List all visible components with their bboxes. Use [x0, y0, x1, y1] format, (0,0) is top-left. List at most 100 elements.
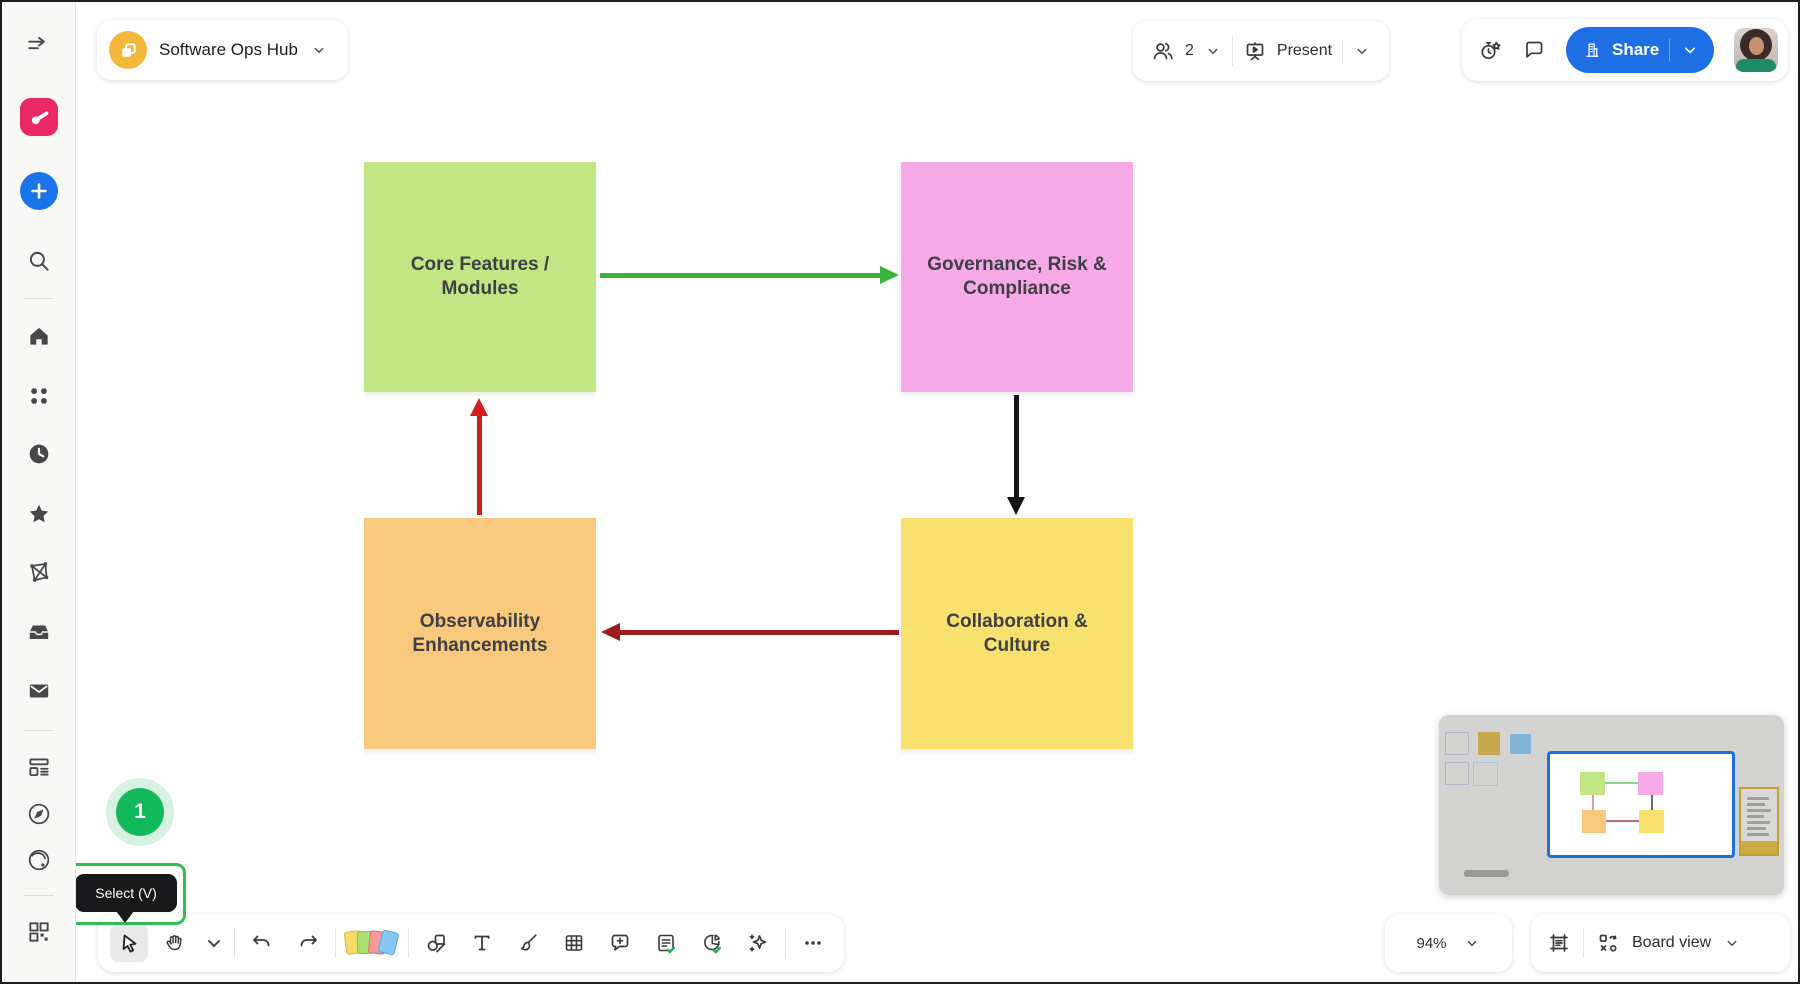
- arrowhead-down-icon: [1007, 497, 1025, 515]
- chevron-down-icon[interactable]: [1463, 934, 1481, 952]
- minimap[interactable]: [1439, 715, 1784, 895]
- timer-icon[interactable]: [1478, 38, 1502, 62]
- brand-logo-icon: [20, 98, 58, 136]
- arrowhead-left-icon: [601, 623, 620, 641]
- chevron-down-icon[interactable]: [1723, 934, 1741, 952]
- node-label: Governance, Risk & Compliance: [927, 254, 1107, 299]
- minimap-scrollbar[interactable]: [1464, 870, 1509, 877]
- actions-pill: Share: [1462, 19, 1789, 81]
- edge-observability-to-core[interactable]: [477, 415, 482, 515]
- edge-collaboration-to-observability[interactable]: [619, 630, 899, 635]
- minimap-frame: [1445, 762, 1469, 785]
- minimap-note: [1478, 732, 1500, 755]
- minimap-viewport[interactable]: [1547, 751, 1735, 858]
- sidebar-item-mail[interactable]: [19, 671, 59, 711]
- node-label: Core Features / Modules: [410, 254, 550, 299]
- node-core-features[interactable]: Core Features / Modules: [364, 162, 596, 392]
- node-label: Observability Enhancements: [412, 610, 548, 656]
- present-button[interactable]: Present: [1276, 42, 1333, 59]
- left-sidebar: [2, 2, 76, 982]
- sidebar-item-support[interactable]: [19, 840, 59, 880]
- select-tool-button[interactable]: [110, 924, 148, 962]
- share-label: Share: [1612, 40, 1660, 59]
- tooltip-label: Select (V): [95, 885, 157, 901]
- app-logo[interactable]: [19, 97, 59, 137]
- create-new-button[interactable]: [19, 171, 59, 211]
- avatar-face: [1749, 37, 1765, 55]
- sidebar-item-explore[interactable]: [19, 794, 59, 834]
- node-label: Collaboration & Culture: [946, 610, 1088, 656]
- minimap-edge: [1651, 795, 1653, 810]
- collapse-sidebar-icon[interactable]: [19, 26, 59, 66]
- sidebar-item-more-apps[interactable]: [19, 912, 59, 952]
- board-view-icon[interactable]: [1596, 931, 1620, 955]
- sidebar-item-favorites[interactable]: [19, 494, 59, 534]
- step-number: 1: [116, 788, 164, 836]
- minimap-node-grc: [1638, 772, 1663, 795]
- sidebar-item-recent[interactable]: [19, 434, 59, 474]
- divider: [785, 928, 786, 958]
- hand-tool-button[interactable]: [156, 924, 194, 962]
- board-title-pill[interactable]: Software Ops Hub: [97, 20, 348, 80]
- collaborators-icon[interactable]: [1151, 39, 1175, 63]
- user-avatar[interactable]: [1734, 28, 1779, 72]
- present-icon[interactable]: [1243, 39, 1267, 63]
- arrowhead-right-icon: [880, 266, 899, 284]
- divider: [408, 928, 409, 958]
- sidebar-item-apps[interactable]: [19, 376, 59, 416]
- edge-grc-to-collaboration[interactable]: [1014, 395, 1019, 498]
- undo-button[interactable]: [243, 924, 281, 962]
- chevron-down-icon[interactable]: [310, 41, 328, 59]
- table-tool-button[interactable]: [555, 924, 593, 962]
- minimap-node-obs: [1582, 810, 1606, 833]
- sticky-notes-button[interactable]: [343, 924, 400, 962]
- divider: [335, 928, 336, 958]
- minimap-edge: [1605, 782, 1638, 784]
- comments-icon[interactable]: [1522, 38, 1546, 62]
- search-icon[interactable]: [19, 241, 59, 281]
- creation-toolbar: [98, 914, 844, 972]
- chevron-down-icon[interactable]: [1353, 42, 1371, 60]
- pen-tool-button[interactable]: [509, 924, 547, 962]
- edge-core-to-grc[interactable]: [600, 273, 881, 278]
- zoom-control[interactable]: 94%: [1385, 914, 1512, 972]
- board-view-label: Board view: [1632, 934, 1712, 951]
- sidebar-divider: [24, 298, 54, 299]
- shapes-tool-button[interactable]: [417, 924, 455, 962]
- minimap-node-core: [1580, 772, 1605, 795]
- collaborators-count: 2: [1185, 42, 1194, 59]
- chevron-down-icon[interactable]: [1680, 40, 1700, 60]
- more-tools-button[interactable]: [794, 924, 832, 962]
- share-org-icon: [1586, 43, 1599, 57]
- text-tool-button[interactable]: [463, 924, 501, 962]
- sidebar-item-insights[interactable]: [19, 552, 59, 592]
- redo-button[interactable]: [289, 924, 327, 962]
- minimap-note: [1510, 734, 1531, 754]
- ai-assist-button[interactable]: [739, 924, 777, 962]
- zoom-level: 94%: [1416, 934, 1447, 952]
- tool-options-chevron[interactable]: [202, 924, 226, 962]
- sidebar-item-boards[interactable]: [19, 747, 59, 787]
- minimap-edge: [1606, 820, 1639, 822]
- onboarding-step-badge[interactable]: 1: [106, 778, 174, 846]
- sidebar-item-home[interactable]: [19, 316, 59, 356]
- minimap-frame: [1473, 762, 1498, 786]
- frames-icon[interactable]: [1547, 931, 1571, 955]
- tooltip-tail: [116, 911, 134, 923]
- sidebar-divider: [24, 895, 54, 896]
- divider: [1231, 36, 1233, 66]
- collaboration-pill: 2 Present: [1133, 21, 1390, 81]
- comment-tool-button[interactable]: [601, 924, 639, 962]
- board-view-control: Board view: [1531, 914, 1790, 972]
- node-governance-risk-compliance[interactable]: Governance, Risk & Compliance: [901, 162, 1133, 392]
- node-observability-enhancements[interactable]: Observability Enhancements: [364, 518, 596, 749]
- node-collaboration-culture[interactable]: Collaboration & Culture: [901, 518, 1133, 749]
- charts-tool-button[interactable]: [693, 924, 731, 962]
- sidebar-divider: [24, 730, 54, 731]
- share-button[interactable]: Share: [1566, 27, 1715, 73]
- minimap-frame: [1445, 732, 1469, 755]
- chevron-down-icon[interactable]: [1204, 42, 1222, 60]
- templates-tool-button[interactable]: [647, 924, 685, 962]
- sidebar-item-inbox[interactable]: [19, 612, 59, 652]
